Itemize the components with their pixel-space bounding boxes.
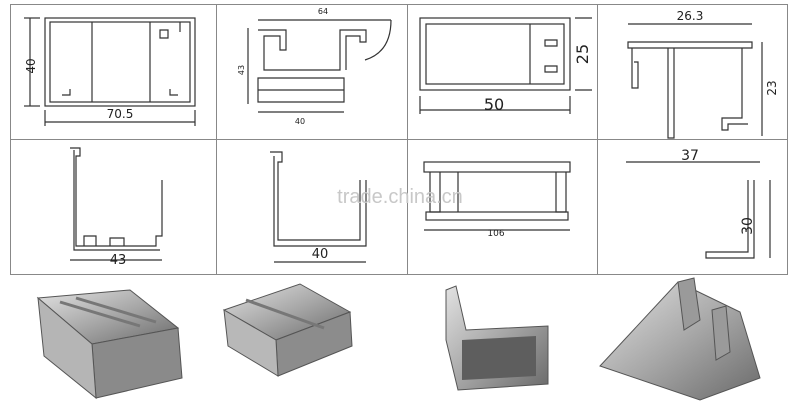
dim-label: 43	[237, 65, 246, 75]
drawing-cell-5	[70, 147, 163, 261]
drawing-cell-2	[247, 19, 392, 113]
dim-label: 106	[487, 229, 504, 239]
profile-photo-4	[599, 277, 761, 401]
table-grid	[10, 4, 788, 275]
dim-label: 50	[484, 95, 504, 114]
dim-label: 70.5	[107, 107, 134, 121]
drawing-cell-8	[626, 161, 771, 259]
drawing-cell-3	[419, 17, 592, 114]
drawing-cell-1	[24, 17, 196, 126]
dim-label: 40	[295, 117, 305, 126]
drawing-cell-4	[627, 23, 763, 139]
drawing-cell-7	[423, 161, 571, 231]
dim-label: 23	[765, 80, 779, 95]
profile-photo-3	[445, 285, 549, 391]
drawing-cell-6	[270, 151, 367, 263]
dim-label: 40	[312, 247, 329, 262]
dim-label: 43	[110, 253, 127, 268]
profile-photo-1	[36, 289, 183, 400]
dim-label: 64	[318, 7, 328, 16]
profile-photo-2	[222, 283, 353, 377]
watermark: trade.china.cn	[337, 186, 463, 208]
dim-label: 25	[573, 44, 592, 64]
dim-label: 37	[681, 148, 699, 164]
dim-label: 26.3	[677, 9, 704, 23]
dim-label: 30	[740, 217, 756, 235]
dim-label: 40	[24, 58, 38, 73]
